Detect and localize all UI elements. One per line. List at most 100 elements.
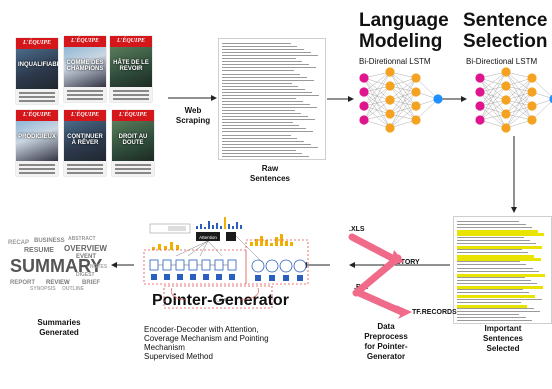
text-line [222,94,319,96]
vocab-bar [228,224,230,229]
text-line [222,107,317,109]
encoder-token [229,274,235,280]
network-node [411,73,421,83]
text-line [457,227,532,229]
pointer-generator-description: Encoder-Decoder with Attention, Coverage… [144,325,269,361]
cover-masthead: L'ÉQUIPE [16,38,58,49]
text-line [457,233,544,237]
newspaper-cover: L'ÉQUIPEINQUALIFIABLE [16,38,58,104]
network-node [527,87,537,97]
decoder-token [269,275,275,281]
text-line [457,301,521,303]
encoder-cell [175,259,185,271]
text-line [457,320,532,322]
cover-masthead: L'ÉQUIPE [64,36,106,47]
decoder-cells [251,259,307,281]
cover-footer [16,89,58,104]
text-line [457,239,530,241]
cover-footer [16,161,58,176]
encoder-token [164,274,170,280]
network-node [527,73,537,83]
important-sentences-label: Important Sentences Selected [482,324,524,353]
language-model-network [359,67,443,133]
text-line [457,289,523,291]
cover-footer [64,87,106,102]
sentence-selection-title: Sentence Selection [463,10,548,52]
text-line [457,245,542,249]
attention-bar [164,246,167,250]
web-scraping-label: Web Scraping [175,106,211,125]
network-node [359,115,369,125]
network-node [385,109,395,119]
network-node [411,115,421,125]
network-node [433,94,443,104]
text-line [457,314,519,315]
decoder-cell [251,259,265,273]
text-line [222,49,304,51]
cover-footer [112,161,154,176]
text-line [457,286,543,290]
text-line [222,43,291,44]
language-modeling-title: Language Modeling [359,10,449,52]
story-format-label: STORY [396,259,420,266]
encoder-token [177,274,183,280]
attention-bar [280,234,283,246]
decoder-region [245,239,309,285]
text-line [222,73,300,75]
cover-footer [110,87,152,102]
text-line [457,221,519,222]
text-line [457,248,522,250]
cover-masthead: L'ÉQUIPE [112,110,154,121]
attention-bar [250,242,253,246]
network-node [501,123,511,133]
text-line [457,295,535,299]
vocab-bar [216,223,218,229]
word-cloud-word: OUTLINE [62,286,84,292]
attention-bar [170,242,173,250]
network-node [527,115,537,125]
attention-bar [255,239,258,246]
text-line [222,97,296,99]
decoder-token [297,275,303,281]
network-node [475,115,485,125]
pgen-label: p_gen [213,298,227,303]
pointer-generator-diagram: Attention p_gen [143,217,309,309]
network-node [501,67,511,77]
encoder-token [216,274,222,280]
attention-bar [285,241,288,246]
text-line [222,85,298,87]
text-line [222,82,292,84]
decoder-token [283,275,289,281]
text-line [222,149,296,151]
text-line [457,298,542,300]
language-modeling-subtitle: Bi-Diretionnal LSTM [359,57,431,66]
vocab-bar [236,222,238,229]
encoder-cell [188,259,198,271]
text-line [222,134,291,136]
vocab-bar [204,227,206,229]
text-line [222,70,294,72]
text-line [222,100,303,102]
attention-bar [260,236,263,246]
text-line [222,155,309,157]
text-line [222,146,318,148]
text-line [457,283,537,284]
text-line [457,236,524,238]
text-line [457,242,536,244]
sentence-selection-network [475,67,552,133]
vocab-bar [208,221,210,229]
cover-headline: CONTINUER À RÊVER [67,134,103,146]
preprocess-pink-arrows [348,233,412,319]
text-line [457,310,540,312]
text-line [222,91,312,93]
encoder-cells [149,259,237,280]
final-dist-pgen [168,226,186,231]
attention-distribution-bars [152,234,293,250]
text-line [457,317,526,319]
vocab-bar [196,226,198,229]
text-line [222,116,308,118]
data-preprocess-label: Data Preprocess for Pointer- Generator [364,322,408,361]
